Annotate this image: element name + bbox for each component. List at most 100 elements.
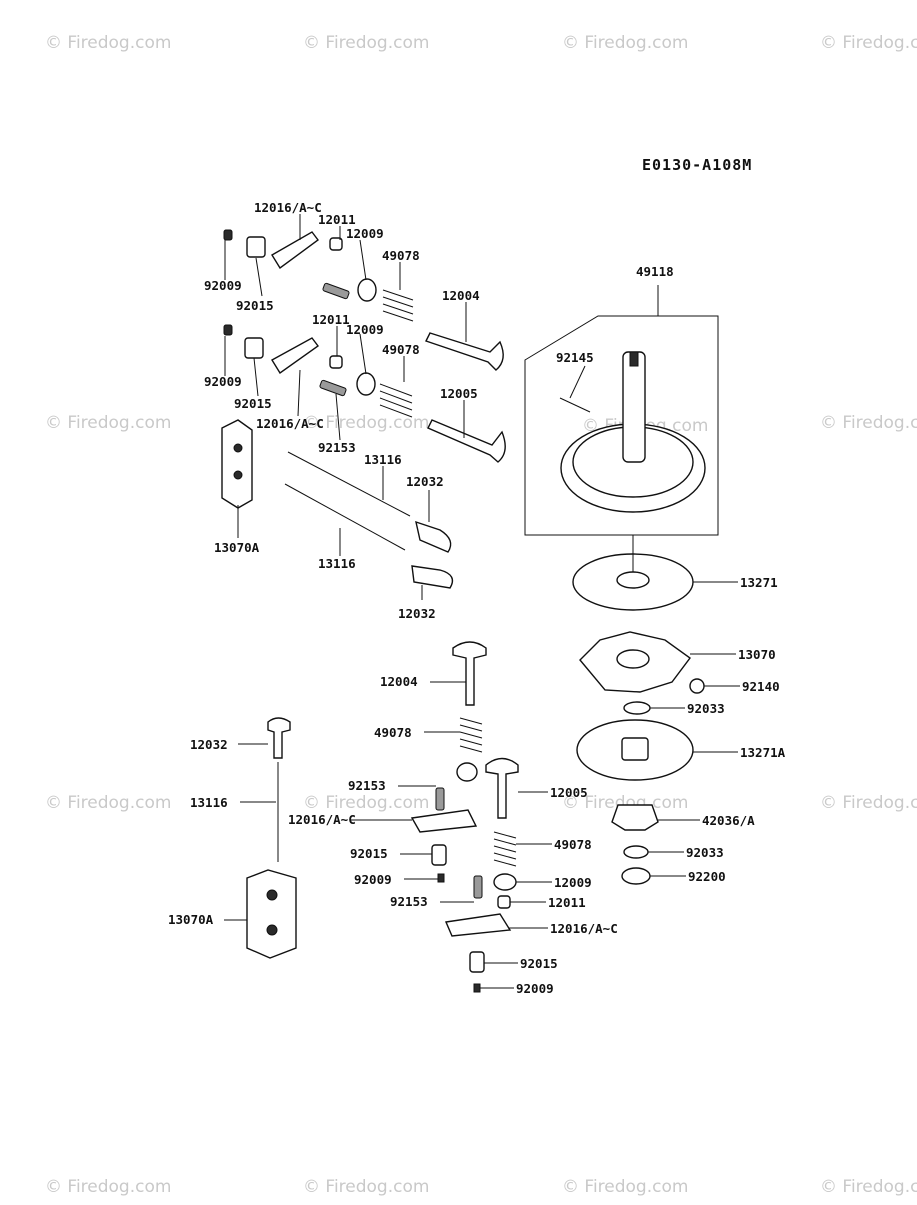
part-label: 12004: [380, 674, 418, 689]
adjust-screw-shape: [223, 229, 233, 241]
cap-shape: [329, 355, 343, 369]
part-label: 92015: [236, 298, 274, 313]
spring-shape: [379, 383, 413, 418]
tappet-shape: [411, 565, 454, 589]
part-label: 13116: [190, 795, 228, 810]
part-label: 92009: [516, 981, 554, 996]
part-label: 92145: [556, 350, 594, 365]
cap-shape: [497, 895, 511, 909]
washer-shape: [621, 867, 651, 885]
part-label: 92153: [318, 440, 356, 455]
bracket-shape: [246, 869, 297, 959]
part-label: 49078: [374, 725, 412, 740]
part-label: 92153: [390, 894, 428, 909]
spring-shape: [459, 717, 483, 753]
retainer-shape: [456, 762, 478, 782]
part-label: 12011: [312, 312, 350, 327]
pivot-nut-shape: [469, 951, 485, 973]
spring-shape: [493, 831, 517, 867]
push-rod-shape: [284, 483, 406, 551]
stud-shape: [322, 282, 350, 300]
watermark: © Firedog.com: [562, 33, 688, 53]
watermark: © Firedog.com: [562, 793, 688, 813]
part-label: 92015: [520, 956, 558, 971]
group-outline: [524, 315, 719, 536]
part-label: 13271A: [740, 745, 786, 760]
stud-shape: [319, 379, 347, 397]
part-label: 12011: [318, 212, 356, 227]
part-label: 92033: [686, 845, 724, 860]
watermark: © Firedog.com: [45, 793, 171, 813]
clip-shape: [623, 701, 651, 715]
governor-hub-shape: [616, 649, 650, 669]
part-label: 12009: [554, 875, 592, 890]
rocker-arm-shape: [271, 231, 319, 270]
stud-shape: [435, 787, 445, 811]
part-label: 12032: [190, 737, 228, 752]
part-label: 49078: [554, 837, 592, 852]
rocker-assembly-lower: [223, 324, 506, 463]
diagram-code: E0130-A108M: [642, 156, 752, 174]
part-label: 49118: [636, 264, 674, 279]
rocker-arm-shape: [410, 809, 478, 833]
watermarks: © Firedog.com © Firedog.com © Firedog.co…: [45, 33, 917, 1197]
part-label: 92153: [348, 778, 386, 793]
part-label: 49078: [382, 248, 420, 263]
tappet-shape: [415, 520, 452, 553]
part-label: 12009: [346, 322, 384, 337]
retainer-shape: [357, 278, 377, 302]
push-rod-shape: [287, 451, 411, 517]
part-label: 92140: [742, 679, 780, 694]
watermark: © Firedog.com: [820, 413, 917, 433]
watermark: © Firedog.com: [303, 1177, 429, 1197]
part-label: 49078: [382, 342, 420, 357]
part-label: 12016/A~C: [256, 416, 324, 431]
leader-lines: [224, 214, 740, 989]
watermark: © Firedog.com: [820, 33, 917, 53]
adjust-screw-shape: [223, 324, 233, 336]
part-label: 12016/A~C: [254, 200, 322, 215]
camshaft-group: [524, 285, 719, 536]
part-label: 13116: [318, 556, 356, 571]
valve-shape: [452, 641, 487, 706]
cap-shape: [329, 237, 343, 251]
bracket-hole-shape: [233, 443, 243, 453]
retainer-shape: [493, 873, 517, 891]
ball-shape: [689, 678, 705, 694]
part-label: 92015: [350, 846, 388, 861]
watermark: © Firedog.com: [45, 1177, 171, 1197]
part-label: 12009: [346, 226, 384, 241]
camshaft-end-shape: [629, 351, 639, 367]
bracket-hole-shape: [233, 470, 243, 480]
pivot-nut-shape: [431, 844, 447, 866]
part-label: 42036/A: [702, 813, 755, 828]
pin-shape: [559, 397, 591, 413]
watermark: © Firedog.com: [820, 1177, 917, 1197]
part-labels: 12016/A~C 12011 12009 49078 92009 92015 …: [168, 200, 786, 996]
part-label: 92009: [204, 278, 242, 293]
valve-stack-middle: [410, 641, 519, 993]
clip-shape: [623, 845, 649, 859]
watermark: © Firedog.com: [45, 413, 171, 433]
part-label: 12005: [440, 386, 478, 401]
bracket-shape: [221, 419, 253, 509]
rocker-assembly-upper: [223, 229, 504, 371]
part-label: 12016/A~C: [288, 812, 356, 827]
watermark: © Firedog.com: [303, 793, 429, 813]
valve-shape: [485, 757, 519, 819]
rocker-arm-shape: [271, 337, 319, 375]
part-label: 92009: [204, 374, 242, 389]
part-label: 13116: [364, 452, 402, 467]
part-label: 12004: [442, 288, 480, 303]
cup-hole-shape: [621, 737, 649, 761]
part-label: 13070: [738, 647, 776, 662]
bracket-hole-shape: [266, 924, 278, 936]
part-label: 12032: [398, 606, 436, 621]
watermark: © Firedog.com: [45, 33, 171, 53]
washer-hole-shape: [616, 571, 650, 589]
pivot-nut-shape: [246, 236, 266, 258]
part-label: 13271: [740, 575, 778, 590]
part-label: 12005: [550, 785, 588, 800]
